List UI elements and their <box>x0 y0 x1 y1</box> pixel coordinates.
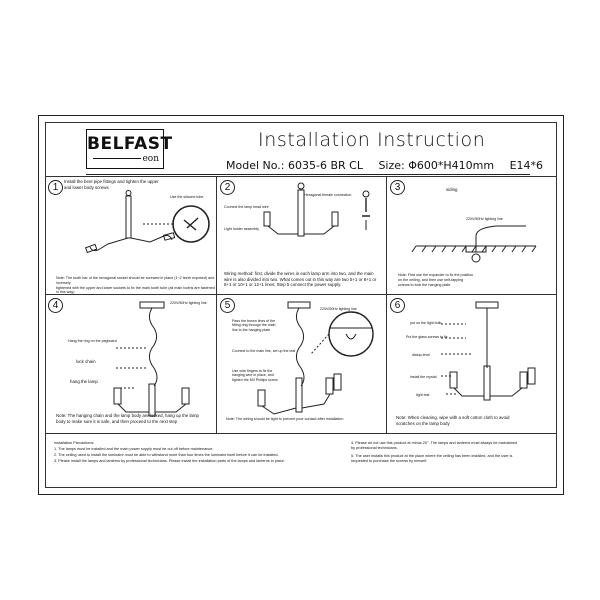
col-divider-1 <box>216 176 217 433</box>
step-1-caption: Install the bent pipe fittings and tight… <box>64 179 159 190</box>
step-3-diagram <box>411 225 537 263</box>
step-6-note: Note: When cleaning, wipe with a soft co… <box>396 415 510 426</box>
step-1-label-silicone: Use the silicone tube <box>170 195 204 199</box>
step-6-label-bulb: put on the light bulb <box>410 321 442 325</box>
step-3-label-line: 220V/50Hz lighting line <box>466 217 503 221</box>
step-4-diagram <box>113 301 190 417</box>
step-2-diagram <box>263 182 370 237</box>
step-1-number: 1 <box>48 180 63 195</box>
brand-sub: eon <box>142 154 159 164</box>
step-2-note: Wiring method: first, divide the wires i… <box>224 271 377 288</box>
step-5-label-line: 220V/50Hz lighting line <box>320 307 357 311</box>
step-2-number: 2 <box>220 180 235 195</box>
row-divider-top <box>46 176 556 177</box>
step-4-label-lock: lock chain <box>76 359 96 364</box>
logo-underline <box>93 158 141 159</box>
step-2-label-holder: Light holder assembly <box>224 227 259 231</box>
sheet-inner-frame: BELFAST eon Installation Instruction Mod… <box>45 122 557 488</box>
size-spec: Size: Φ600*H410mm <box>378 159 495 172</box>
step-3-number: 3 <box>390 180 405 195</box>
instruction-sheet: BELFAST eon Installation Instruction Mod… <box>38 115 564 495</box>
precaution-5: 5. The user installs this product at the… <box>351 454 513 464</box>
step-6-label-dialup: dialup level <box>412 353 430 357</box>
step-6-label-test: light test <box>416 393 430 397</box>
step-4-label-line: 220V/50Hz lighting line <box>170 301 207 305</box>
model-number: Model No.: 6035-6 BR CL <box>226 159 363 172</box>
step-5-label-brown: Pass the brown lines of the fitting ring… <box>232 319 276 332</box>
step-5-number: 5 <box>220 298 235 313</box>
precaution-4: 4. Please do not use this product at min… <box>351 441 518 451</box>
precaution-3: 3. Please install the lamps and lanterns… <box>54 459 285 463</box>
step-4-note: Note: The hanging chain and the lamp bod… <box>56 413 199 424</box>
precautions-heading: Installation Precautions: <box>54 441 95 445</box>
brand-logo: BELFAST eon <box>86 129 173 169</box>
step-1-diagram <box>84 190 210 254</box>
step-2-label-hex: Hexagonal female connection <box>304 193 352 197</box>
row-divider-middle <box>46 294 556 295</box>
spec-line: Model No.: 6035-6 BR CL Size: Φ600*H410m… <box>226 159 555 172</box>
step-5-label-fix: Use wire fingers to fix the hanging wire… <box>232 369 278 382</box>
step-5-label-connect: Connect to the main line, set up the lea… <box>232 349 296 353</box>
step-4-label-hang: hang the lamp <box>70 379 98 384</box>
precaution-2: 2. The ceiling used to install the lumin… <box>54 453 279 457</box>
brand-name: BELFAST <box>87 134 173 154</box>
bulb-spec: E14*6 <box>509 159 544 172</box>
step-1-note: Note: The tooth bar of the hexagonal soc… <box>56 276 215 295</box>
col-divider-2 <box>386 176 387 433</box>
title-rule <box>86 174 530 175</box>
step-2-label-wire: Connect the lamp head wire <box>224 205 269 209</box>
row-divider-bottom <box>46 433 556 434</box>
step-6-label-glass: Put the glass screws to fix <box>406 335 448 339</box>
step-6-number: 6 <box>390 298 405 313</box>
step-5-note: Note: The wiring should be tight to prev… <box>226 417 344 421</box>
step-3-label-siding: siding <box>446 187 458 192</box>
step-6-diagram <box>441 301 536 401</box>
step-6-label-crystal: install the crystal <box>410 375 437 379</box>
step-5-diagram <box>257 301 374 415</box>
step-4-number: 4 <box>48 298 63 313</box>
step-4-label-pegboard: Hang the ring on the pegboard <box>68 339 117 343</box>
page-title: Installation Instruction <box>258 129 486 151</box>
precaution-1: 1. The lamps must be installed and the m… <box>54 447 214 451</box>
step-3-note: Note: First use the expander to fix the … <box>398 273 474 287</box>
